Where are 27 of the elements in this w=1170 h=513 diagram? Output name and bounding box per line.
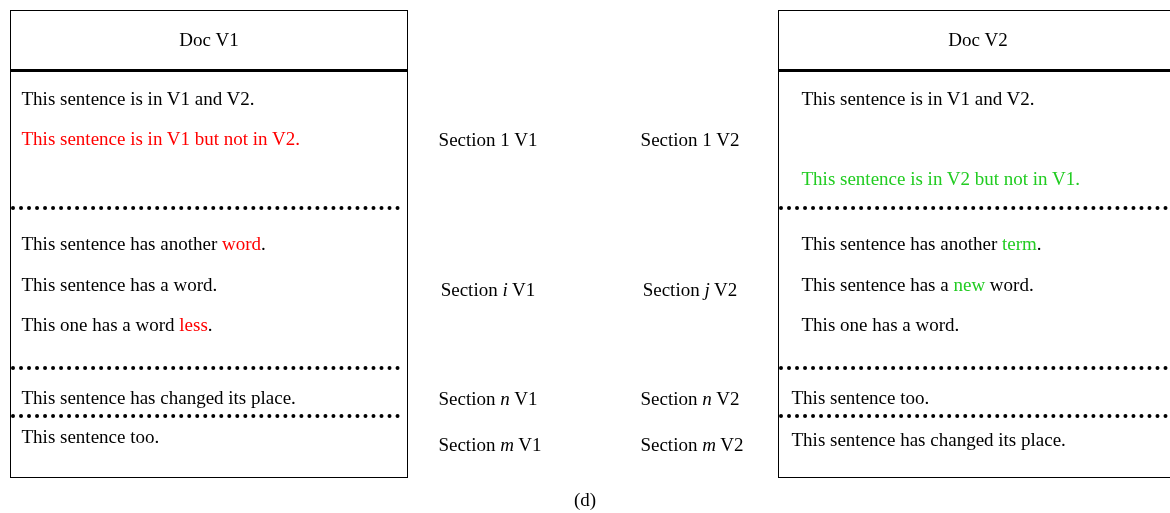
section-label: Section 1 V1 xyxy=(438,129,538,151)
sentence-text: This sentence is in V1 and V2. xyxy=(801,87,1035,110)
sentence-text: This one has a word. xyxy=(801,313,960,336)
sentence-text: This sentence too. xyxy=(791,386,930,409)
sentence-text: This sentence has a word. xyxy=(21,273,218,296)
sentence-text: This one has a word less. xyxy=(21,313,213,336)
sentence-text: This sentence has changed its place. xyxy=(21,386,296,409)
sentence-text: This sentence has another word. xyxy=(21,232,266,255)
document-title: Doc V2 xyxy=(947,29,1009,51)
sentence-text: This sentence has another term. xyxy=(801,232,1042,255)
sentence-text: This sentence has a new word. xyxy=(801,273,1034,296)
document-box xyxy=(778,10,1170,478)
section-label: Section m V2 xyxy=(640,434,744,456)
section-label: Section 1 V2 xyxy=(640,129,740,151)
section-label: Section n V1 xyxy=(438,388,538,410)
document-box xyxy=(10,10,408,478)
section-label: Section i V1 xyxy=(440,279,536,301)
figure-caption: (d) xyxy=(573,489,597,511)
section-label: Section n V2 xyxy=(640,388,740,410)
sentence-text: This sentence is in V2 but not in V1. xyxy=(801,167,1080,190)
section-label: Section m V1 xyxy=(438,434,542,456)
sentence-text: This sentence too. xyxy=(21,425,160,448)
section-label: Section j V2 xyxy=(642,279,738,301)
sentence-text: This sentence is in V1 and V2. xyxy=(21,87,255,110)
sentence-text: This sentence has changed its place. xyxy=(791,428,1066,451)
document-title: Doc V1 xyxy=(178,29,240,51)
sentence-text: This sentence is in V1 but not in V2. xyxy=(21,127,300,150)
